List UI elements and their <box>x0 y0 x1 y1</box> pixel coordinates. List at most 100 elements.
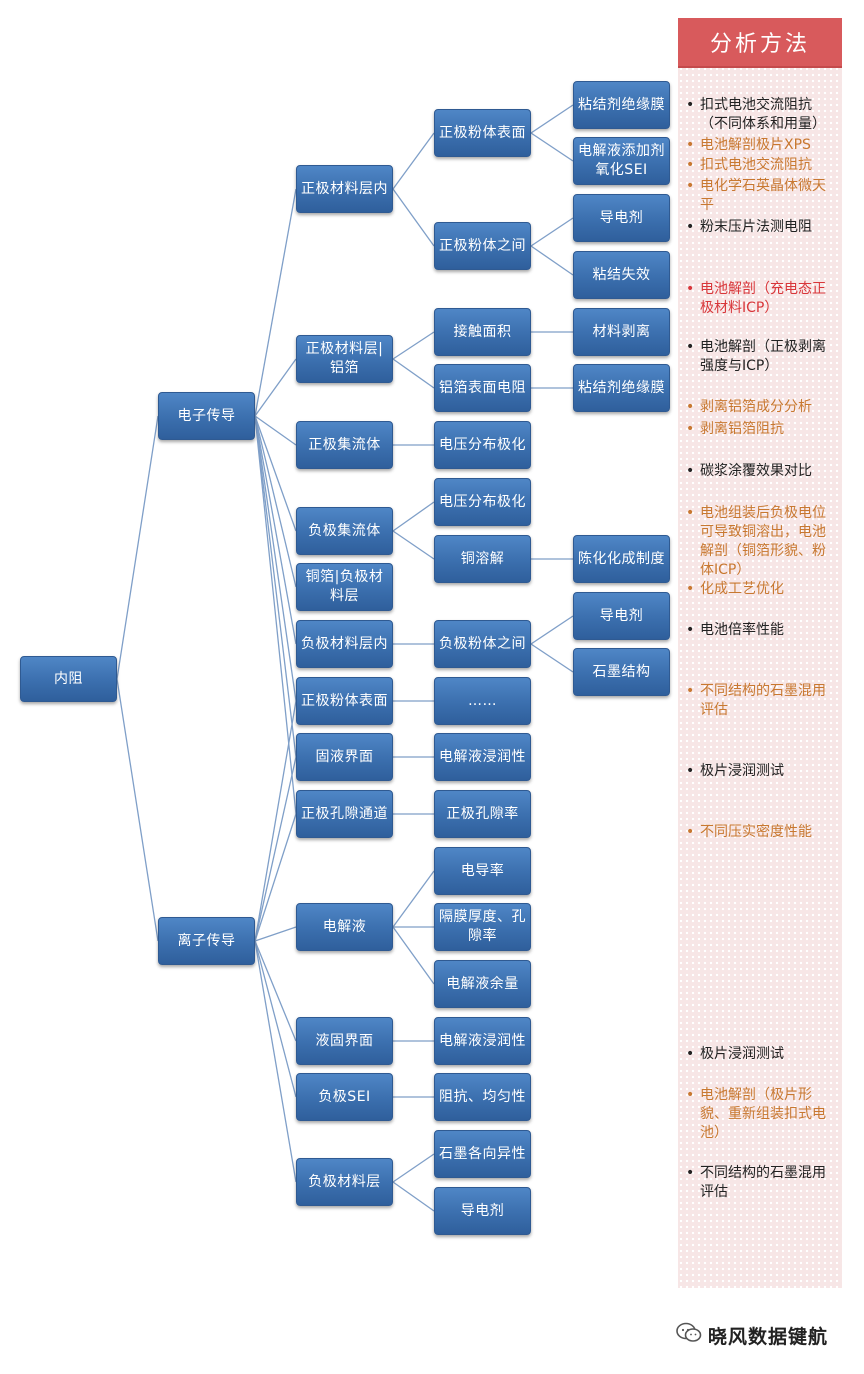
method-item: •剥离铝箔成分分析 <box>686 399 812 415</box>
node-e-neg-collector: 负极集流体 <box>296 507 393 555</box>
node-i-pos-powder-surface: 正极粉体表面 <box>296 677 393 725</box>
connector-line <box>530 643 574 673</box>
node-e-pos-layer-inner: 正极材料层内 <box>296 165 393 213</box>
node-i-neg-sei: 负极SEI <box>296 1073 393 1121</box>
method-item: •不同结构的石墨混用评估 <box>686 683 826 718</box>
node-i-neg-layer: 负极材料层 <box>296 1158 393 1206</box>
node-e-cu-neg-layer: 铜箔|负极材料层 <box>296 563 393 611</box>
connector-line <box>254 940 297 1098</box>
node-i-solid-liquid: 固液界面 <box>296 733 393 781</box>
node-e-pos-layer-al: 正极材料层|铝箔 <box>296 335 393 383</box>
method-item: •粉末压片法测电阻 <box>686 219 812 235</box>
node-e-pos-collector: 正极集流体 <box>296 421 393 469</box>
node-root: 内阻 <box>20 656 117 702</box>
node-e-conductive-agent-2: 导电剂 <box>573 592 670 640</box>
connector-line <box>392 331 435 360</box>
node-e-pos-powder-between: 正极粉体之间 <box>434 222 531 270</box>
node-e-binder-film-2: 粘结剂绝缘膜 <box>573 364 670 412</box>
method-item: •电化学石英晶体微天平 <box>686 178 826 213</box>
connector-line <box>254 813 297 942</box>
connector-line <box>254 358 297 417</box>
connector-line <box>254 415 297 532</box>
connector-line <box>392 132 435 190</box>
node-e-contact-area: 接触面积 <box>434 308 531 356</box>
connector-line <box>392 358 435 389</box>
node-e-neg-layer-inner: 负极材料层内 <box>296 620 393 668</box>
node-i-electrolyte: 电解液 <box>296 903 393 951</box>
wechat-icon <box>676 1322 702 1348</box>
node-i-electrolyte-remaining: 电解液余量 <box>434 960 531 1008</box>
connector-line <box>392 926 435 985</box>
method-item: •电池解剖极片XPS <box>686 137 811 153</box>
node-e-voltage-dist-2: 电压分布极化 <box>434 478 531 526</box>
connector-line <box>530 217 574 247</box>
connector-line <box>254 415 297 702</box>
connector-line <box>116 678 159 942</box>
connector-line <box>392 870 435 928</box>
node-i-conductive-agent: 导电剂 <box>434 1187 531 1235</box>
method-item: •剥离铝箔阻抗 <box>686 421 784 437</box>
method-item: •扣式电池交流阻抗 <box>686 157 812 173</box>
method-item: •电池解剖（充电态正极材料ICP） <box>686 281 826 316</box>
connector-line <box>116 415 159 680</box>
node-e-al-surface-res: 铝箔表面电阻 <box>434 364 531 412</box>
node-i-pos-pore: 正极孔隙通道 <box>296 790 393 838</box>
node-e-material-peel: 材料剥离 <box>573 308 670 356</box>
method-item: •电池解剖（极片形貌、重新组装扣式电池） <box>686 1087 826 1141</box>
node-i-pos-porosity: 正极孔隙率 <box>434 790 531 838</box>
node-e-pos-powder-surface: 正极粉体表面 <box>434 109 531 157</box>
node-i-graphite-aniso: 石墨各向异性 <box>434 1130 531 1178</box>
connector-line <box>392 1181 435 1212</box>
node-i-conductivity: 电导率 <box>434 847 531 895</box>
node-i-wetting-1: 电解液浸润性 <box>434 733 531 781</box>
connector-line <box>254 700 297 942</box>
connector-line <box>392 530 435 560</box>
node-i-impedance: 阻抗、均匀性 <box>434 1073 531 1121</box>
panel-title: 分析方法 <box>678 18 842 68</box>
connector-line <box>530 104 574 134</box>
node-i-separator: 隔膜厚度、孔隙率 <box>434 903 531 951</box>
method-item: •扣式电池交流阻抗（不同体系和用量） <box>686 97 826 132</box>
method-item: •电池组装后负极电位可导致铜溶出，电池解剖（铜箔形貌、粉体ICP） <box>686 505 826 578</box>
connector-line <box>392 501 435 532</box>
node-e-conductive-agent-1: 导电剂 <box>573 194 670 242</box>
node-e-graphite-struct: 石墨结构 <box>573 648 670 696</box>
method-item: •不同压实密度性能 <box>686 824 812 840</box>
connector-line <box>392 188 435 247</box>
method-item: •不同结构的石墨混用评估 <box>686 1165 826 1200</box>
method-item: •电池倍率性能 <box>686 622 784 638</box>
node-ion-conduction: 离子传导 <box>158 917 255 965</box>
connector-line <box>254 940 297 1183</box>
method-item: •化成工艺优化 <box>686 581 784 597</box>
connector-line <box>254 415 297 645</box>
connector-line <box>254 188 297 417</box>
connector-line <box>254 415 297 446</box>
connector-line <box>254 415 297 758</box>
node-i-ellipsis: …… <box>434 677 531 725</box>
connector-line <box>254 756 297 942</box>
node-e-binder-film-1: 粘结剂绝缘膜 <box>573 81 670 129</box>
watermark-text: 晓风数据键航 <box>708 1325 829 1348</box>
connector-line <box>254 926 297 942</box>
method-item: •碳浆涂覆效果对比 <box>686 463 812 479</box>
node-i-liquid-solid: 液固界面 <box>296 1017 393 1065</box>
method-item: •极片浸润测试 <box>686 1046 784 1062</box>
connector-line <box>530 245 574 276</box>
connector-line <box>254 415 297 815</box>
node-e-voltage-dist-1: 电压分布极化 <box>434 421 531 469</box>
connector-line <box>530 615 574 645</box>
node-electron-conduction: 电子传导 <box>158 392 255 440</box>
node-e-cu-dissolve: 铜溶解 <box>434 535 531 583</box>
node-i-wetting-2: 电解液浸润性 <box>434 1017 531 1065</box>
connector-line <box>530 132 574 162</box>
method-item: •电池解剖（正极剥离强度与ICP） <box>686 339 826 374</box>
node-e-electrolyte-additive: 电解液添加剂氧化SEI <box>573 137 670 185</box>
node-e-binder-fail: 粘结失效 <box>573 251 670 299</box>
method-item: •极片浸润测试 <box>686 763 784 779</box>
watermark: 晓风数据键航 <box>676 1322 846 1348</box>
connector-line <box>254 940 297 1042</box>
connector-line <box>392 1153 435 1183</box>
node-e-formation: 陈化化成制度 <box>573 535 670 583</box>
